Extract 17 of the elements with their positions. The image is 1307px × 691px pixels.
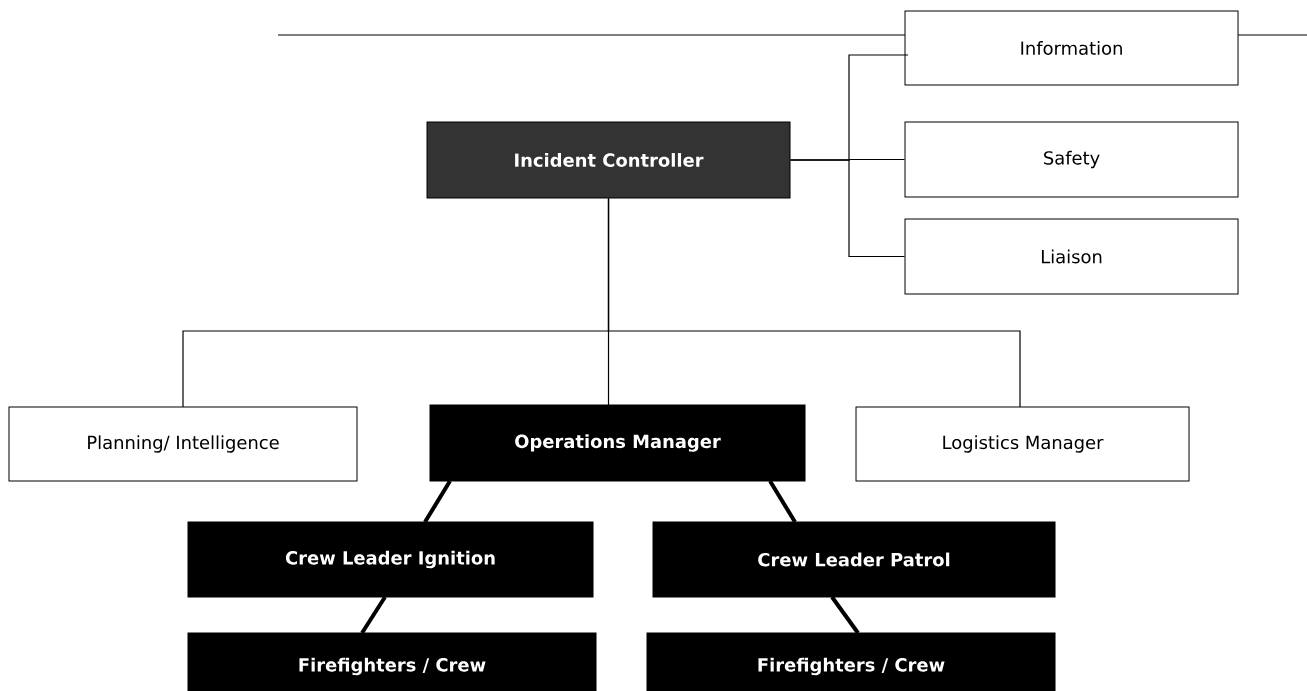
role-box: Crew Leader Patrol (652, 521, 1056, 598)
role-box: Information (904, 10, 1239, 86)
connector-line (607, 197, 1021, 408)
role-box: Firefighters / Crew (646, 632, 1056, 691)
role-box: Logistics Manager (855, 406, 1190, 482)
connector-line (360, 595, 387, 635)
connector-line (830, 595, 860, 635)
role-box: Incident Controller (426, 121, 791, 199)
role-box: Safety (904, 121, 1239, 198)
connector-line (423, 479, 452, 524)
role-box: Planning/ Intelligence (8, 406, 358, 482)
role-box: Firefighters / Crew (187, 632, 597, 691)
role-box: Liaison (904, 218, 1239, 295)
connector-line (768, 479, 797, 524)
role-box: Operations Manager (429, 404, 806, 482)
connector-line (789, 159, 906, 258)
role-box: Crew Leader Ignition (187, 521, 594, 598)
